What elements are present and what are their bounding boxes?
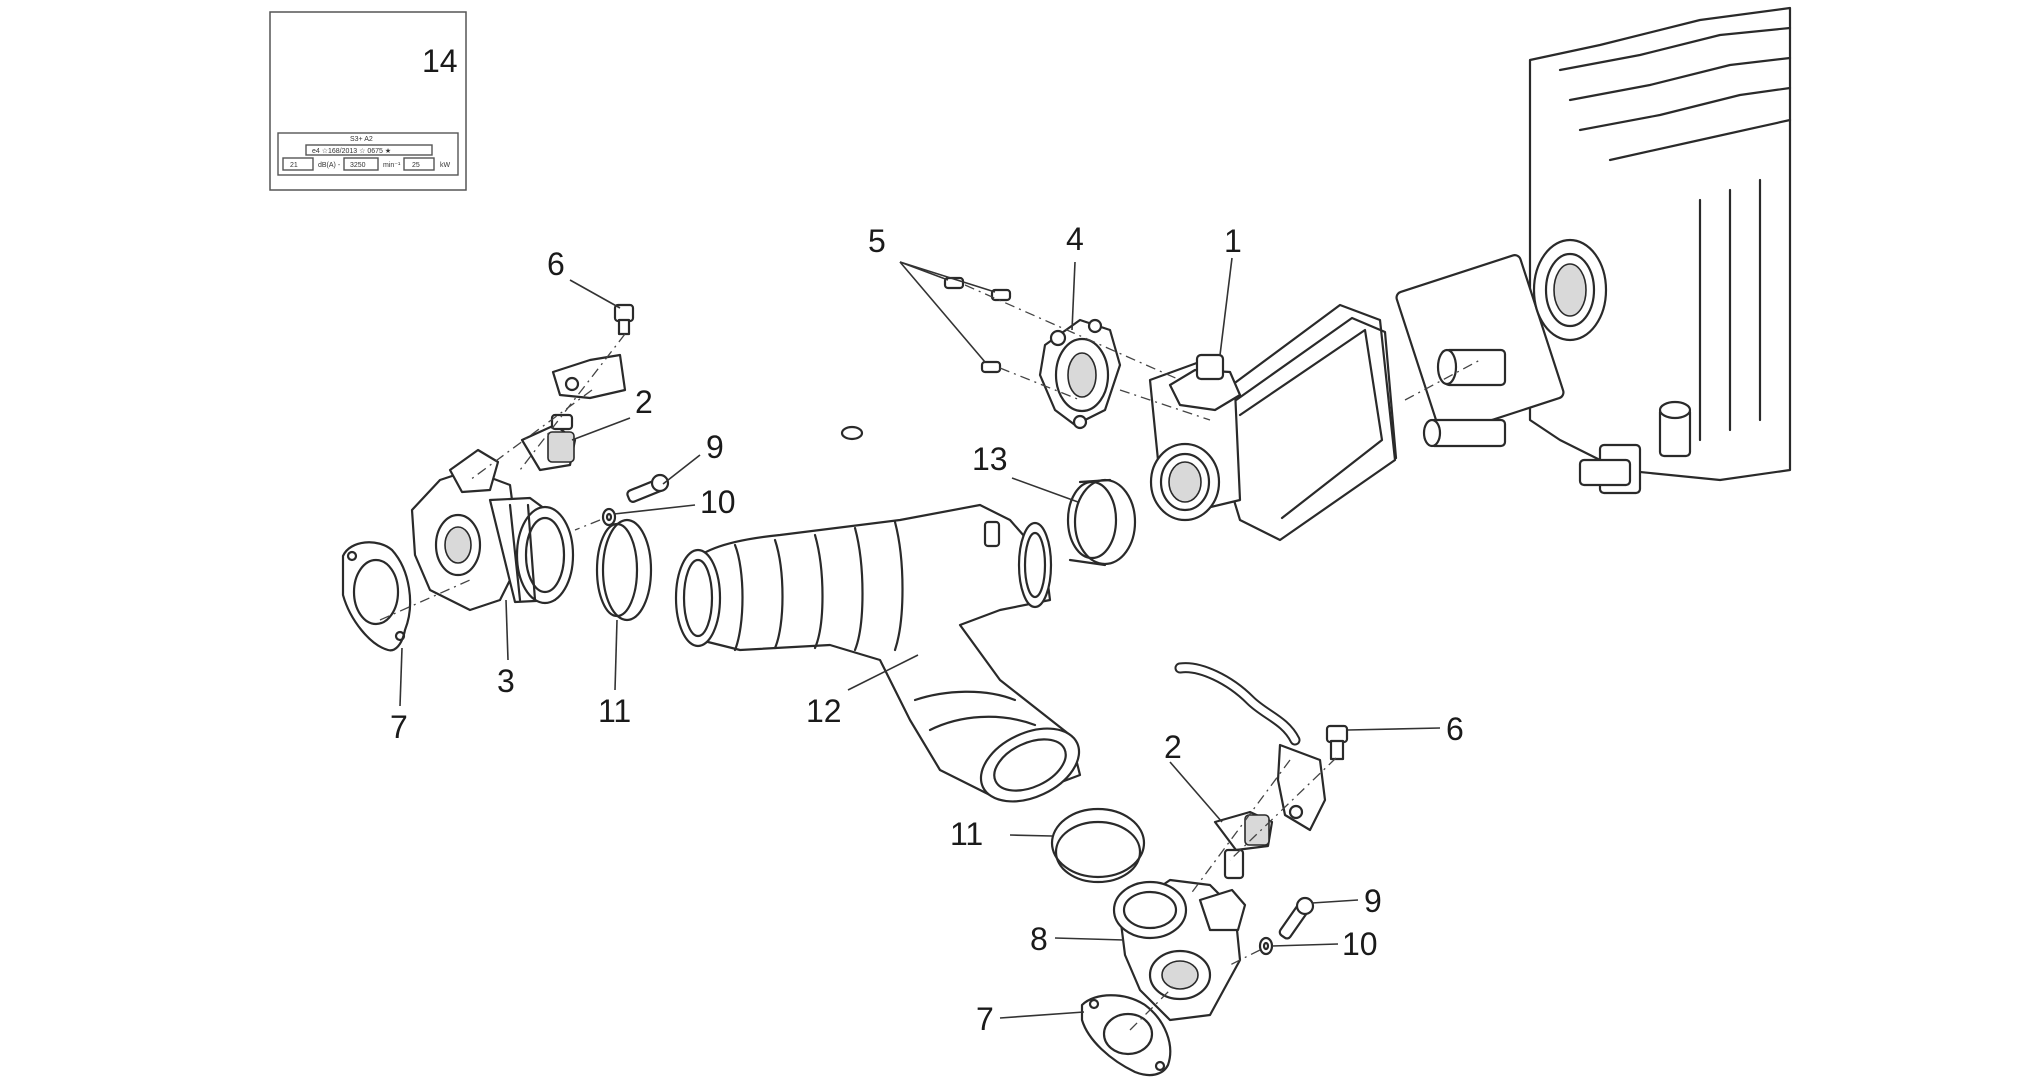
- label-plate-line1: S3+ A2: [350, 136, 373, 143]
- callout-9-left: 9: [706, 429, 724, 465]
- callout-10-left: 10: [700, 484, 736, 520]
- callout-6-right: 6: [1446, 711, 1464, 747]
- callout-7-left: 7: [390, 709, 408, 745]
- throttle-body: [1148, 303, 1398, 542]
- washer-10-right: [1258, 936, 1274, 956]
- gasket-left: [341, 541, 412, 652]
- injector-left: [520, 413, 577, 472]
- callout-10-right: 10: [1342, 926, 1378, 962]
- leader-lines: [399, 257, 1441, 1019]
- label-plate-cell-6: kW: [440, 162, 451, 169]
- inset-label-box: S3+ A2 e4 ☆168/2013 ☆ 0675 ★ 21 dB(A) - …: [269, 11, 467, 191]
- fuel-hose-left: [551, 318, 864, 441]
- callout-1: 1: [1224, 223, 1242, 259]
- label-plate-cell-1: 21: [290, 162, 298, 169]
- callout-11-left: 11: [598, 693, 631, 729]
- screw-9-right: [1278, 896, 1315, 940]
- label-plate-line2: e4 ☆168/2013 ☆ 0675 ★: [312, 147, 391, 155]
- callout-8: 8: [1030, 921, 1048, 957]
- y-intake-hose: [674, 503, 1082, 803]
- hose-clamp-13: [1066, 478, 1137, 567]
- callout-11-right: 11: [950, 816, 983, 852]
- injector-right: [1213, 810, 1274, 880]
- label-plate-cell-3: 3250: [350, 162, 366, 169]
- callout-13: 13: [972, 441, 1008, 477]
- screws-5: [943, 276, 1012, 374]
- assembly-axes: [379, 284, 1481, 1031]
- washer-10-left: [601, 507, 617, 527]
- label-plate: S3+ A2 e4 ☆168/2013 ☆ 0675 ★ 21 dB(A) - …: [277, 132, 459, 176]
- callout-2-left: 2: [635, 384, 653, 420]
- callout-2-right: 2: [1164, 729, 1182, 765]
- throttle-position-sensor: [1038, 318, 1122, 430]
- callout-numbers: 1 2 2 3 4 5 6 6 7 7 8 9 9 10 10 11 11 12…: [390, 43, 1464, 1037]
- callout-7-right: 7: [976, 1001, 994, 1037]
- hose-clamp-11-right: [1050, 807, 1146, 884]
- fuel-hose-right: [1174, 662, 1327, 832]
- label-plate-cell-5: 25: [412, 162, 420, 169]
- screw-6-right: [1325, 724, 1349, 761]
- callout-6-left: 6: [547, 246, 565, 282]
- intake-manifold-right: [1112, 878, 1247, 1022]
- hose-clamp-11-left: [595, 518, 653, 622]
- callout-14: 14: [422, 43, 458, 79]
- callout-4: 4: [1066, 221, 1084, 257]
- label-plate-cell-2: dB(A) -: [318, 162, 341, 169]
- gasket-right: [1080, 994, 1172, 1077]
- intake-manifold-left: [410, 448, 575, 612]
- callout-9-right: 9: [1364, 883, 1382, 919]
- airbox-housing: [1395, 6, 1792, 495]
- screw-9-left: [626, 473, 670, 503]
- screw-6-left: [613, 303, 635, 336]
- label-plate-cell-4: min⁻¹: [383, 162, 401, 169]
- callout-3: 3: [497, 663, 515, 699]
- callout-12: 12: [806, 693, 842, 729]
- callout-5: 5: [868, 223, 886, 259]
